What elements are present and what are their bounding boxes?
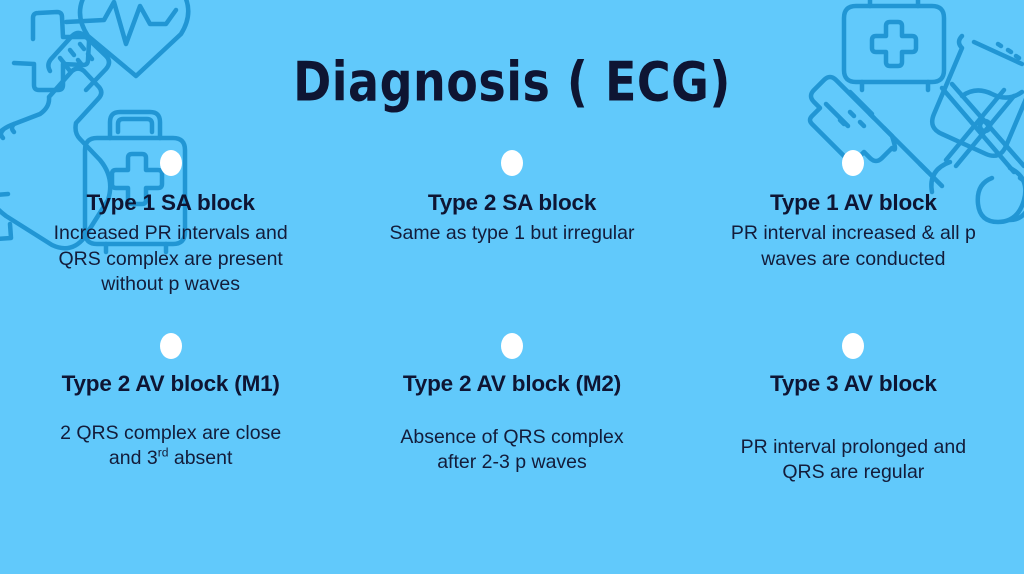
diagnosis-card-grid: Type 1 SA block Increased PR intervals a… (0, 150, 1024, 485)
bullet-dot-icon (842, 333, 865, 360)
bullet-dot-icon (500, 333, 523, 360)
card-title: Type 2 AV block (M2) (402, 371, 622, 397)
card-body: PR interval increased & all p waves are … (730, 222, 976, 270)
card-type-1-av-block: Type 1 AV block PR interval increased & … (683, 150, 1024, 297)
card-title: Type 1 AV block (770, 190, 937, 215)
card-body-pre: 2 QRS complex are close and 3 (60, 421, 282, 469)
card-body: Absence of QRS complex after 2-3 p waves (400, 425, 624, 473)
bullet-dot-icon (842, 150, 865, 176)
card-body: Increased PR intervals and QRS complex a… (53, 222, 288, 295)
bullet-dot-icon (500, 150, 523, 176)
card-type-1-sa-block: Type 1 SA block Increased PR intervals a… (0, 150, 341, 297)
card-body-ordinal-suffix: rd (157, 445, 169, 460)
card-title: Type 3 AV block (770, 371, 937, 397)
card-body: 2 QRS complex are close and 3rd absent (38, 421, 303, 472)
card-type-2-sa-block: Type 2 SA block Same as type 1 but irreg… (341, 150, 682, 297)
card-title: Type 1 SA block (86, 190, 256, 215)
card-type-3-av-block: Type 3 AV block PR interval prolonged an… (683, 297, 1024, 485)
card-title: Type 2 SA block (427, 190, 597, 215)
page-title: Diagnosis ( ECG) (293, 50, 731, 114)
bullet-dot-icon (159, 333, 182, 360)
card-type-2-av-block-m2: Type 2 AV block (M2) Absence of QRS comp… (341, 297, 682, 485)
card-body: Same as type 1 but irregular (389, 222, 635, 245)
card-type-2-av-block-m1: Type 2 AV block (M1) 2 QRS complex are c… (0, 297, 341, 485)
card-title: Type 2 AV block (M1) (61, 371, 280, 397)
bullet-dot-icon (159, 150, 182, 176)
card-body: PR interval prolonged and QRS are regula… (740, 435, 967, 483)
card-body-post: absent (168, 446, 233, 469)
